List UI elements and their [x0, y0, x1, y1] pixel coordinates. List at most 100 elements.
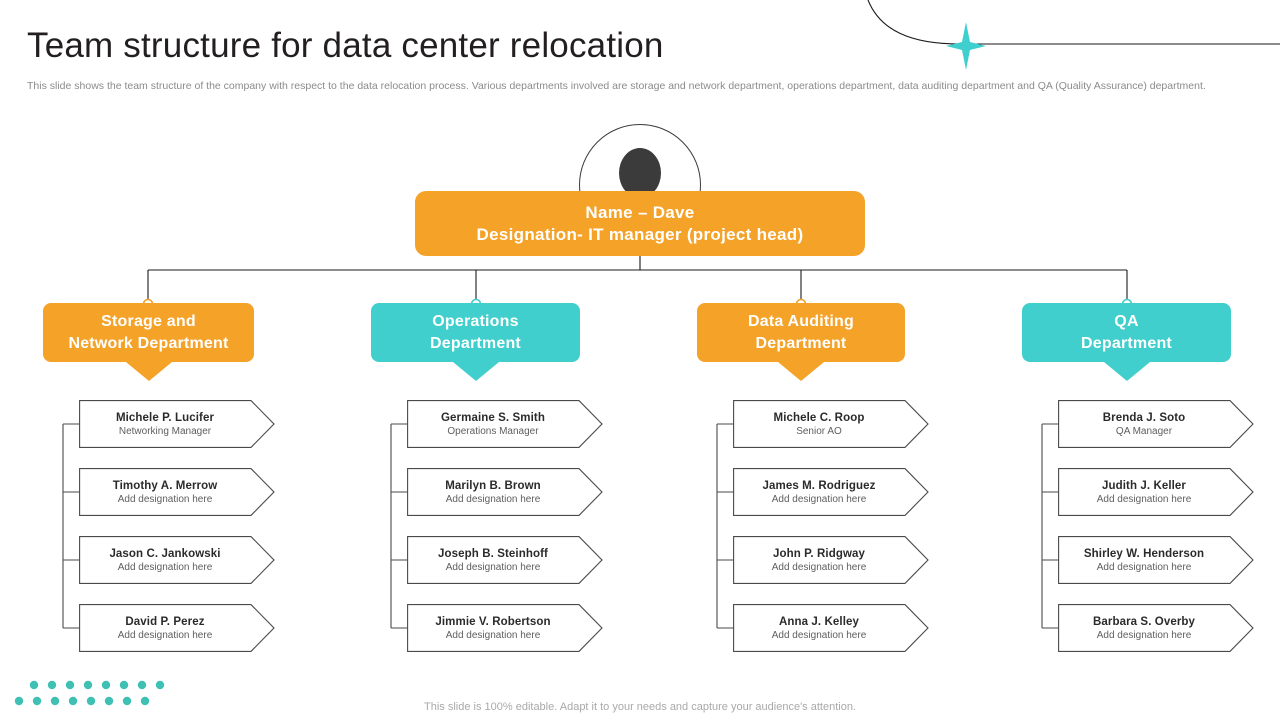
member-name: Jason C. Jankowski: [109, 547, 221, 560]
member-name: Joseph B. Steinhoff: [438, 547, 548, 560]
bracket-connector: [62, 604, 81, 629]
four-point-star-icon: [946, 22, 986, 70]
department-name-line1: Operations: [432, 312, 519, 330]
card-chevron-shape: [733, 604, 929, 652]
department-name-line2: Department: [1081, 334, 1172, 352]
bracket-connector: [716, 423, 735, 468]
member-name: Germaine S. Smith: [441, 411, 545, 424]
card-chevron-shape: [733, 468, 929, 516]
page-title: Team structure for data center relocatio…: [27, 26, 664, 65]
member-role: Senior AO: [796, 425, 842, 437]
card-chevron-shape: [79, 468, 275, 516]
card-chevron-shape: [407, 536, 603, 584]
bracket-connector: [390, 536, 409, 604]
curved-line-icon: [867, 0, 1280, 45]
bracket-connector: [390, 423, 409, 468]
member-name: Michele P. Lucifer: [115, 411, 215, 424]
department-arrow-icon: [1103, 362, 1150, 381]
bracket-connector: [1041, 536, 1060, 604]
card-chevron-shape: [1058, 604, 1254, 652]
member-name: Jimmie V. Robertson: [435, 615, 551, 628]
member-role: Networking Manager: [118, 425, 212, 437]
member-name: John P. Ridgway: [772, 547, 866, 560]
head-name: Name – Dave: [585, 202, 695, 222]
member-role: Add designation here: [1096, 561, 1192, 573]
member-role: Add designation here: [771, 629, 867, 641]
bracket-connector: [716, 604, 735, 629]
bracket-connector: [390, 468, 409, 536]
bracket-connector: [390, 604, 409, 629]
member-name: David P. Perez: [125, 615, 205, 628]
member-name: James M. Rodriguez: [762, 479, 876, 492]
head-node[interactable]: Name – Dave Designation- IT manager (pro…: [415, 191, 865, 256]
member-role: Add designation here: [1096, 493, 1192, 505]
member-role: Add designation here: [771, 493, 867, 505]
member-name: Marilyn B. Brown: [445, 479, 541, 492]
footer-note: This slide is 100% editable. Adapt it to…: [424, 701, 856, 713]
card-chevron-shape: [407, 400, 603, 448]
member-name: Timothy A. Merrow: [112, 479, 218, 492]
member-name: Michele C. Roop: [773, 411, 865, 424]
card-chevron-shape: [407, 468, 603, 516]
department-name-line2: Department: [755, 334, 847, 352]
member-name: Anna J. Kelley: [778, 615, 859, 628]
member-role: QA Manager: [1115, 425, 1173, 437]
card-chevron-shape: [79, 604, 275, 652]
department-name-line2: Department: [430, 334, 521, 352]
